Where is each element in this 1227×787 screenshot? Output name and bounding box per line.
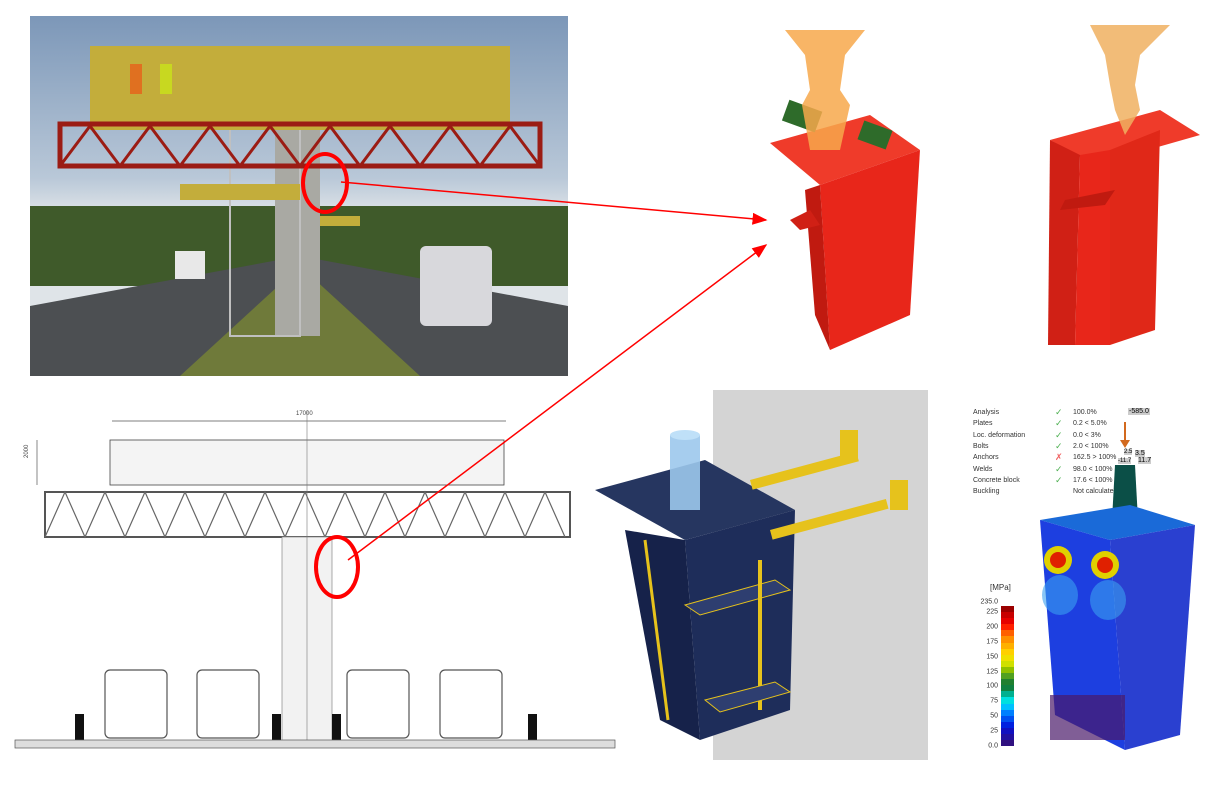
legend-swatch <box>1001 721 1014 728</box>
legend-swatch <box>1001 727 1014 734</box>
trucks <box>104 669 503 739</box>
legend-max: 235.0 <box>980 598 998 606</box>
arrow-drawing-to-render <box>347 244 768 561</box>
result-label: Analysis <box>973 409 1000 417</box>
result-row-buckling: Buckling Not calculated <box>973 486 1117 497</box>
legend-swatch <box>1001 648 1014 655</box>
connection-render-side <box>1048 25 1200 345</box>
legend-swatch <box>1001 636 1014 643</box>
legend-tick-label: 100 <box>986 682 998 690</box>
column-base-transparent <box>785 30 865 150</box>
load-arrow-icon <box>1120 422 1130 448</box>
load-label: -585.0 <box>1128 408 1150 415</box>
cross-icon: ✗ <box>1055 452 1063 463</box>
result-label: Plates <box>973 420 993 428</box>
legend-tick-label: 200 <box>986 623 998 631</box>
result-label: Concrete block <box>973 476 1020 484</box>
result-label: Anchors <box>973 454 999 462</box>
legend-swatch <box>1001 703 1014 710</box>
moment-label: 2.5 <box>1124 449 1133 455</box>
photo-scene <box>30 46 568 376</box>
moment-label: 3.5 <box>1135 450 1145 457</box>
result-row-loc-deformation: Loc. deformation ✓ 0.0 < 3% <box>973 430 1117 441</box>
dimension-width: 17000 <box>296 411 313 417</box>
moment-label: -11.7 <box>1118 458 1132 464</box>
legend-swatch <box>1001 630 1014 637</box>
legend-ticks: 235.0 225 200 175 150 125 100 75 50 25 0.0 <box>958 598 998 750</box>
stress-legend: 235.0 225 200 175 150 125 100 75 50 25 0.0 <box>960 598 1016 750</box>
legend-swatch <box>1001 685 1014 692</box>
legend-tick-label: 50 <box>990 712 998 720</box>
legend-swatch <box>1001 673 1014 680</box>
check-icon: ✓ <box>1055 463 1063 474</box>
highlight-circle-drawing <box>314 535 360 599</box>
legend-swatch <box>1001 697 1014 704</box>
legend-swatch <box>1001 715 1014 722</box>
result-value: 17.6 < 100% <box>1073 476 1113 484</box>
check-icon: ✓ <box>1055 474 1063 485</box>
result-row-anchors: Anchors ✗ 162.5 > 100% <box>973 452 1117 463</box>
result-row-welds: Welds ✓ 98.0 < 100% <box>973 463 1117 474</box>
legend-swatch <box>1001 618 1014 625</box>
legend-swatch <box>1001 642 1014 649</box>
result-label: Welds <box>973 465 993 473</box>
check-icon: ✓ <box>1055 441 1063 452</box>
arrow-photo-to-render <box>340 181 768 225</box>
result-row-bolts: Bolts ✓ 2.0 < 100% <box>973 441 1117 452</box>
result-value: 98.0 < 100% <box>1073 465 1113 473</box>
legend-swatch <box>1001 654 1014 661</box>
legend-swatch <box>1001 666 1014 674</box>
legend-swatch <box>1001 679 1014 686</box>
result-label: Loc. deformation <box>973 431 1026 439</box>
legend-swatch <box>1001 660 1014 667</box>
legend-swatch <box>1001 733 1014 741</box>
site-photo <box>30 16 568 376</box>
check-results-table: Analysis ✓ 100.0% Plates ✓ 0.2 < 5.0% Loc. d… <box>973 407 1117 497</box>
result-value: Not calculated <box>1073 488 1118 496</box>
result-label: Bolts <box>973 443 989 451</box>
legend-swatch <box>1001 606 1014 613</box>
result-value: 100.0% <box>1073 409 1097 417</box>
legend-swatch <box>1001 624 1014 631</box>
result-value: 2.0 < 100% <box>1073 443 1109 451</box>
connection-render-anchored <box>595 430 908 740</box>
result-row-analysis: Analysis ✓ 100.0% <box>973 407 1117 418</box>
result-row-plates: Plates ✓ 0.2 < 5.0% <box>973 418 1117 429</box>
check-icon: ✓ <box>1055 407 1063 418</box>
moment-label: 11.7 <box>1138 457 1152 464</box>
legend-swatch <box>1001 691 1014 698</box>
legend-tick-label: 75 <box>990 697 998 705</box>
legend-tick-label: 175 <box>986 638 998 646</box>
check-icon: ✓ <box>1055 429 1063 440</box>
legend-tick-label: 225 <box>986 608 998 616</box>
fea-stress-model <box>1040 465 1195 750</box>
legend-tick-label: 150 <box>986 653 998 661</box>
result-label: Buckling <box>973 488 1000 496</box>
legend-swatch <box>1001 612 1014 619</box>
truck <box>420 246 492 326</box>
legend-tick-label: 25 <box>990 727 998 735</box>
connection-render-front <box>770 30 920 350</box>
legend-unit: [MPa] <box>990 583 1011 592</box>
check-icon: ✓ <box>1055 418 1063 429</box>
result-value: 0.0 < 3% <box>1073 431 1101 439</box>
result-value: 162.5 > 100% <box>1073 454 1117 462</box>
legend-tick-label: 0.0 <box>988 742 998 750</box>
legend-tick-label: 125 <box>986 668 998 676</box>
legend-swatch <box>1001 740 1014 747</box>
legend-swatch <box>1001 709 1014 716</box>
legend-color-bar <box>1001 606 1014 747</box>
result-row-concrete-block: Concrete block ✓ 17.6 < 100% <box>973 475 1117 486</box>
result-value: 0.2 < 5.0% <box>1073 420 1107 428</box>
